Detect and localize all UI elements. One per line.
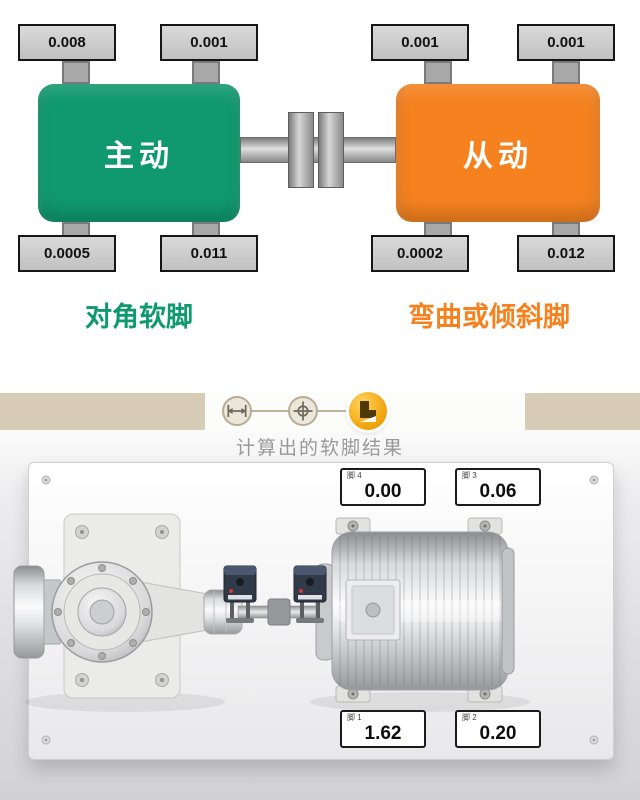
foot-connector (192, 61, 220, 84)
result-title: 计算出的软脚结果 (235, 438, 404, 459)
driver-machine: 主动 (38, 84, 240, 222)
caption-bent-foot: 弯曲或倾斜脚 (408, 302, 570, 332)
foot-value-box: 0.0005 (18, 235, 116, 272)
foot1-reading: 脚 1 1.62 (340, 710, 426, 748)
foot2-label: 脚 2 (462, 713, 477, 722)
foot-value-box: 0.008 (18, 24, 116, 61)
foot3-value: 0.06 (479, 481, 517, 502)
step-toolbar (0, 393, 640, 431)
foot-connector (62, 61, 90, 84)
foot4-value: 0.00 (364, 481, 402, 502)
foot1-value: 1.62 (364, 723, 402, 744)
foot4-reading: 脚 4 0.00 (340, 468, 426, 506)
foot-connector (552, 61, 580, 84)
foot2-reading: 脚 2 0.20 (455, 710, 541, 748)
soft-foot-icon-glyph (360, 401, 376, 422)
dimension-icon-glyph (227, 404, 247, 418)
foot-value-box: 0.0002 (371, 235, 469, 272)
shaft-alignment-icon[interactable] (288, 396, 318, 426)
foot-value-box: 0.012 (517, 235, 615, 272)
foot3-label: 脚 3 (462, 471, 477, 480)
soft-foot-schematic: 0.008 0.001 0.001 0.001 主动 从动 0.0005 0.0… (0, 0, 640, 393)
foot-value-box: 0.001 (160, 24, 258, 61)
shaft-alignment-icon-glyph (293, 401, 313, 421)
coupling-half-right (318, 112, 344, 188)
driven-machine-label: 从动 (463, 140, 533, 173)
foot4-label: 脚 4 (347, 471, 362, 480)
foot-value-box: 0.001 (371, 24, 469, 61)
caption-diagonal-softfoot: 对角软脚 (85, 302, 193, 332)
foot3-reading: 脚 3 0.06 (455, 468, 541, 506)
foot1-label: 脚 1 (347, 713, 362, 722)
coupling-half-left (288, 112, 314, 188)
soft-foot-icon[interactable] (349, 392, 387, 430)
foot2-value: 0.20 (479, 723, 517, 744)
driven-machine: 从动 (396, 84, 600, 222)
foot-value-box: 0.001 (517, 24, 615, 61)
foot-value-box: 0.011 (160, 235, 258, 272)
foot-connector (424, 61, 452, 84)
dimension-icon[interactable] (222, 396, 252, 426)
driver-machine-label: 主动 (104, 140, 174, 173)
